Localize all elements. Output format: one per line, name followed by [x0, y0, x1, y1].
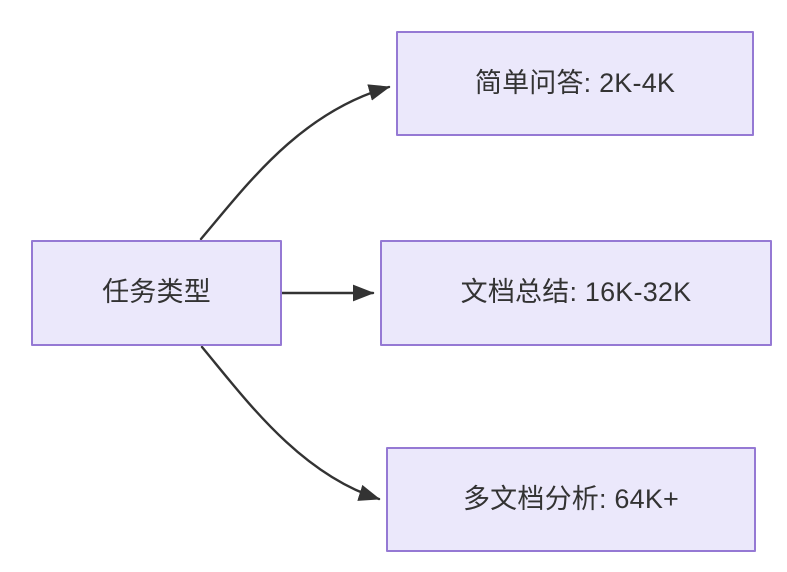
node-multi-doc-label: 多文档分析: 64K+: [462, 483, 679, 514]
node-root-label: 任务类型: [102, 277, 211, 308]
node-doc-summary-label: 文档总结: 16K-32K: [460, 277, 692, 308]
node-simple-qa-label: 简单问答: 2K-4K: [474, 67, 676, 98]
node-doc-summary[interactable]: 文档总结: 16K-32K: [380, 240, 772, 346]
edge-root-to-multi-doc: [200, 345, 381, 501]
node-root[interactable]: 任务类型: [31, 240, 282, 346]
node-simple-qa[interactable]: 简单问答: 2K-4K: [396, 31, 754, 136]
edge-root-to-simple-qa: [199, 84, 391, 241]
node-multi-doc[interactable]: 多文档分析: 64K+: [386, 447, 756, 552]
